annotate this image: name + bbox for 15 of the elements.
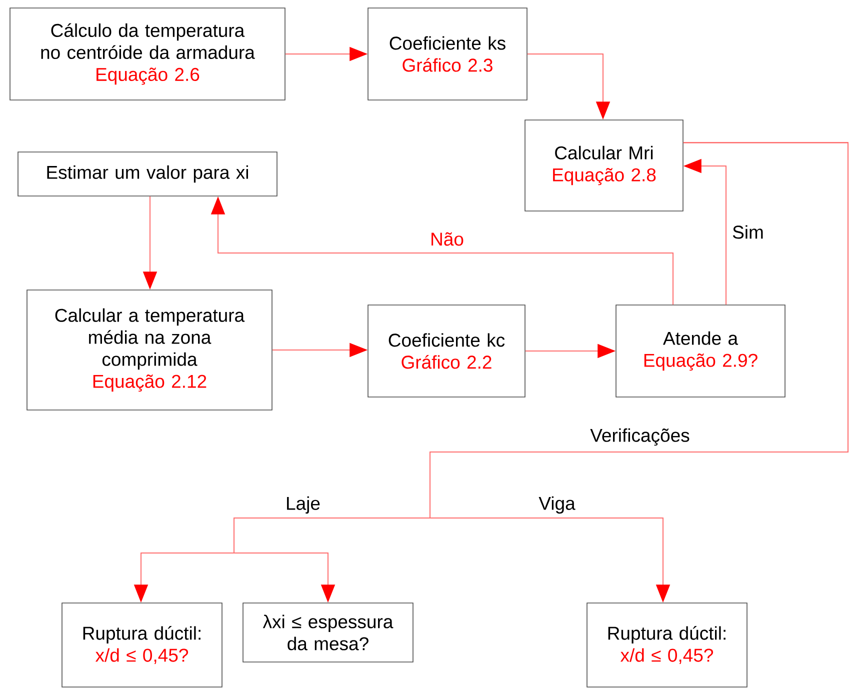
process-box: Coeficiente ks Gráfico 2.3 (368, 8, 528, 100)
process-box: Atende a Equação 2.9? (616, 304, 786, 398)
process-box: Ruptura dúctil: x/d ≤ 0,45? (62, 602, 222, 688)
process-box: Cálculo da temperatura no centróide da armadura Equação 2.6 (10, 8, 286, 100)
edge-label: Viga (538, 495, 576, 515)
process-box: Estimar um valor para xi (18, 152, 278, 196)
process-box: Calcular a temperatura média na zona comprimida Equação 2.12 (26, 290, 272, 410)
process-box: Coeficiente kc Gráfico 2.2 (368, 304, 526, 398)
text-label: Verificações (589, 427, 691, 447)
edge-label: Não (429, 231, 465, 247)
process-box: Calcular Mri Equação 2.8 (524, 120, 684, 212)
edge-label: Sim (731, 224, 765, 240)
process-box: λxi ≤ espessura da mesa? (242, 602, 414, 662)
edge-label: Laje (284, 495, 322, 515)
process-box: Ruptura dúctil: x/d ≤ 0,45? (586, 602, 748, 688)
